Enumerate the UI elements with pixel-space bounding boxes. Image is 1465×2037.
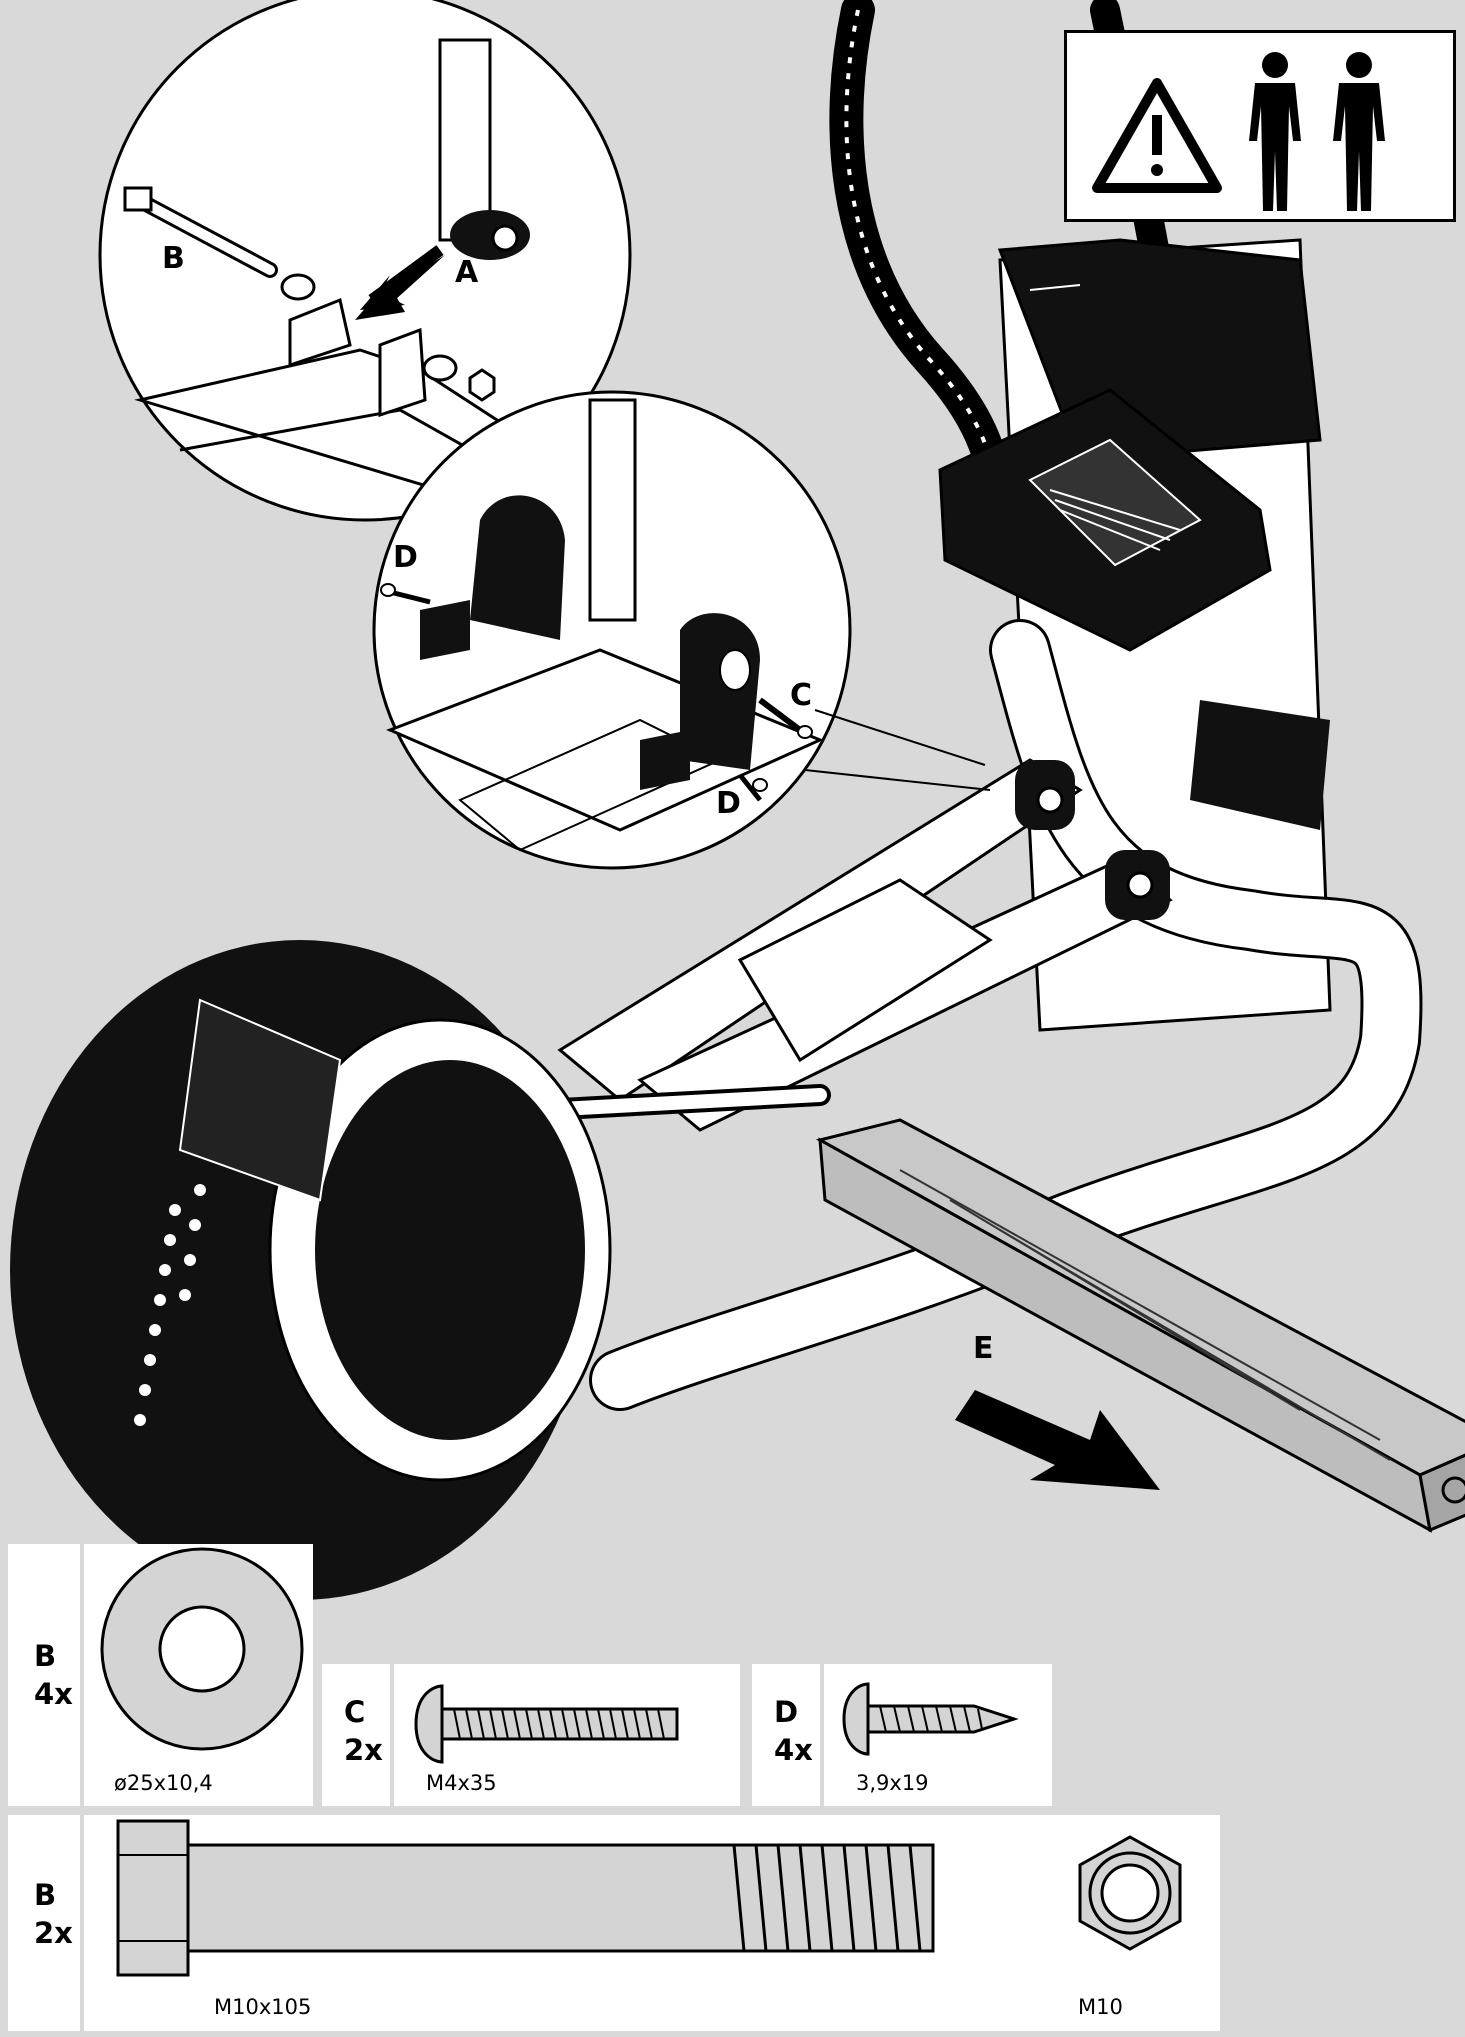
warning-triangle-icon (1092, 78, 1222, 193)
callout-a: A (455, 255, 479, 290)
part-qty-washer: 4x (34, 1677, 73, 1711)
part-label-bolt: B (34, 1878, 57, 1912)
callout-e: E (973, 1331, 994, 1366)
part-size-washer: ø25x10,4 (114, 1771, 213, 1795)
part-label-screw-d: D (774, 1695, 799, 1729)
callout-d-bottom: D (716, 786, 741, 821)
part-size-nut: M10 (1078, 1995, 1123, 2019)
pedal-rails (557, 758, 1173, 1132)
callout-b: B (162, 241, 185, 276)
part-size-screw-c: M4x35 (426, 1771, 497, 1795)
parts-screw-c-panel: C 2x M4x35 (322, 1664, 740, 1806)
detail-circle-middle (372, 390, 991, 870)
part-qty-screw-c: 2x (344, 1733, 383, 1767)
part-qty-bolt: 2x (34, 1916, 73, 1950)
bolt-icon (116, 1819, 935, 1977)
part-size-bolt: M10x105 (214, 1995, 312, 2019)
wooden-beam (815, 1118, 1465, 1533)
person-icon (1333, 52, 1385, 211)
part-label-screw-c: C (344, 1695, 366, 1729)
console-head (938, 388, 1272, 652)
part-label-washer: B (34, 1639, 57, 1673)
part-size-screw-d: 3,9x19 (856, 1771, 929, 1795)
arrow-e (955, 1390, 1160, 1490)
flywheel-housing (10, 940, 612, 1600)
warning-icons (1092, 52, 1385, 211)
parts-washer-panel: B 4x ø25x10,4 (8, 1544, 313, 1806)
screw-d-icon (842, 1682, 1019, 1756)
parts-screw-d-panel: D 4x 3,9x19 (752, 1664, 1052, 1806)
screw-c-icon (414, 1684, 679, 1764)
parts-bolt-panel: B 2x M10x105 M10 (8, 1815, 1220, 2031)
person-icon (1249, 52, 1301, 211)
nut-icon (1078, 1835, 1182, 1951)
two-person-warning (1064, 30, 1456, 222)
callout-d-top: D (393, 540, 418, 575)
washer-icon (100, 1547, 304, 1751)
callout-c: C (790, 678, 812, 713)
part-qty-screw-d: 4x (774, 1733, 813, 1767)
handlebar-tube (829, 0, 1013, 537)
